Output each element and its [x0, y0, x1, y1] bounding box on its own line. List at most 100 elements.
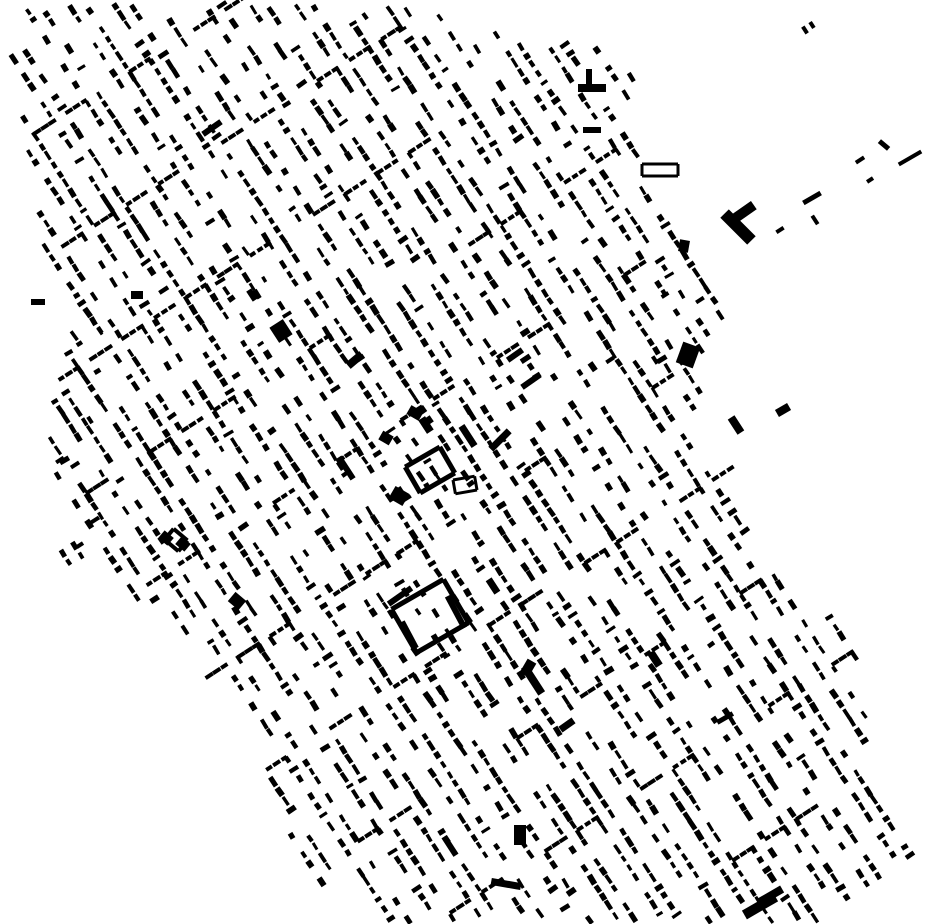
building-footprint: [791, 884, 801, 895]
building-footprint: [53, 471, 62, 481]
building-footprint: [281, 586, 289, 596]
building-footprint: [219, 561, 228, 570]
building-footprint: [489, 699, 500, 709]
building-footprint: [706, 821, 715, 833]
building-footprint: [651, 833, 660, 843]
building-footprint: [226, 109, 236, 121]
building-footprint: [244, 599, 253, 609]
building-footprint: [697, 763, 705, 772]
building-footprint: [787, 598, 798, 611]
building-footprint: [309, 699, 320, 712]
building-footprint: [407, 780, 416, 790]
building-footprint: [257, 549, 265, 558]
building-footprint: [273, 460, 283, 472]
building-footprint: [77, 481, 88, 494]
building-footprint: [43, 219, 50, 228]
building-footprint: [654, 883, 665, 893]
building-footprint: [186, 230, 194, 239]
building-footprint: [559, 274, 569, 284]
large-building: [131, 291, 143, 299]
building-footprint: [279, 470, 289, 481]
building-footprint: [617, 501, 626, 512]
building-footprint: [842, 893, 851, 902]
building-footprint: [243, 624, 253, 634]
building-footprint: [470, 833, 479, 843]
building-footprint: [182, 85, 192, 96]
building-footprint: [638, 259, 647, 268]
building-footprint: [664, 338, 674, 351]
building-footprint: [554, 54, 562, 64]
courtyard-building: [418, 470, 457, 496]
building-footprint: [153, 459, 163, 471]
building-footprint: [546, 742, 557, 754]
building-footprint: [619, 549, 630, 561]
building-footprint: [456, 183, 466, 196]
building-footprint: [235, 654, 244, 665]
building-footprint: [96, 349, 105, 357]
building-footprint: [462, 377, 471, 387]
building-footprint: [70, 358, 79, 368]
building-footprint: [67, 3, 78, 16]
building-footprint: [448, 426, 457, 434]
building-footprint: [441, 484, 449, 492]
building-footprint: [617, 265, 625, 275]
building-footprint: [261, 275, 268, 283]
building-footprint: [658, 565, 667, 575]
building-footprint: [695, 317, 705, 327]
building-footprint: [387, 847, 398, 856]
building-footprint: [675, 565, 687, 578]
building-footprint: [458, 91, 468, 103]
building-footprint: [480, 221, 490, 232]
building-footprint: [183, 113, 192, 122]
building-footprint: [156, 143, 166, 151]
building-footprint: [303, 298, 312, 307]
building-footprint: [215, 485, 224, 495]
building-footprint: [288, 205, 297, 213]
building-footprint: [386, 399, 395, 409]
building-footprint: [602, 105, 611, 113]
building-footprint: [675, 800, 686, 813]
building-footprint: [512, 133, 525, 144]
building-footprint: [265, 727, 274, 737]
building-footprint: [421, 523, 429, 532]
building-footprint: [292, 185, 302, 197]
building-footprint: [270, 568, 278, 578]
building-footprint: [308, 767, 316, 776]
building-footprint: [168, 134, 178, 144]
building-footprint: [182, 573, 191, 584]
building-footprint: [330, 243, 338, 252]
building-footprint: [281, 403, 292, 415]
building-footprint: [382, 742, 392, 754]
building-footprint: [426, 111, 434, 122]
building-footprint: [85, 214, 95, 226]
building-footprint: [499, 643, 508, 653]
building-footprint: [140, 535, 149, 544]
building-footprint: [102, 546, 111, 556]
building-footprint: [401, 283, 412, 296]
building-footprint: [204, 468, 212, 477]
building-footprint: [410, 227, 419, 238]
building-footprint: [148, 407, 159, 420]
building-footprint: [209, 56, 219, 68]
building-footprint: [588, 177, 597, 188]
building-footprint: [85, 6, 95, 16]
building-footprint: [113, 564, 123, 574]
building-footprint: [643, 588, 654, 597]
building-footprint: [534, 697, 542, 706]
building-footprint: [390, 84, 401, 93]
building-footprint: [335, 276, 345, 288]
building-footprint: [93, 367, 102, 376]
building-footprint: [136, 61, 145, 69]
building-footprint: [393, 855, 402, 865]
building-footprint: [678, 494, 689, 504]
building-footprint: [825, 822, 834, 832]
building-footprint: [263, 240, 272, 249]
building-footprint: [712, 554, 724, 565]
building-footprint: [224, 387, 235, 396]
building-footprint: [535, 326, 544, 334]
building-footprint: [674, 449, 682, 459]
building-footprint: [853, 727, 864, 738]
building-footprint: [775, 815, 784, 826]
building-footprint: [227, 394, 237, 403]
building-footprint: [118, 430, 126, 440]
